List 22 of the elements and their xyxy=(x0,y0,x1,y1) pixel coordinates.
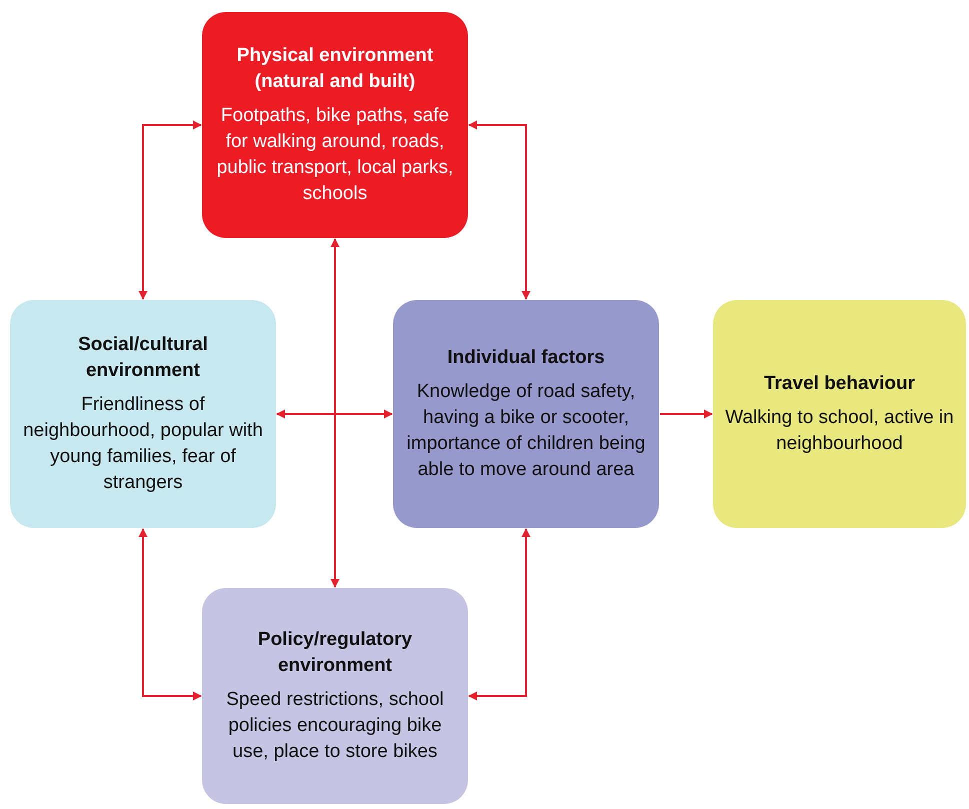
factor-box xyxy=(713,300,966,528)
arrow xyxy=(138,528,202,700)
box-description: Speed restrictions, school policies encouraging bike use, place to store bikes xyxy=(225,688,445,764)
box-description: Friendliness of neighbourhood, popular with young families, fear of strangers xyxy=(22,393,264,495)
factor-box xyxy=(10,300,276,528)
arrow xyxy=(138,120,202,300)
arrow xyxy=(660,410,713,418)
factor-box xyxy=(202,588,468,804)
box-heading: Individual factors xyxy=(447,346,605,370)
arrow xyxy=(468,528,530,700)
box-heading: Policy/regulatory environment xyxy=(256,628,414,678)
arrow xyxy=(330,238,340,588)
box-heading: Travel behaviour xyxy=(764,372,915,396)
box-description: Knowledge of road safety, having a bike or scooter, importance of children being able to move around area xyxy=(406,380,646,482)
box-description: Footpaths, bike paths, safe for walking around, roads, public transport, local parks, schools xyxy=(216,104,454,206)
arrow xyxy=(468,120,530,300)
box-description: Walking to school, active in neighbourhood xyxy=(725,406,954,456)
factor-box xyxy=(202,12,468,238)
factor-box xyxy=(393,300,659,528)
box-heading: Social/cultural environment xyxy=(77,333,209,383)
arrow xyxy=(276,410,393,418)
box-heading: Physical environment (natural and built) xyxy=(236,44,434,94)
